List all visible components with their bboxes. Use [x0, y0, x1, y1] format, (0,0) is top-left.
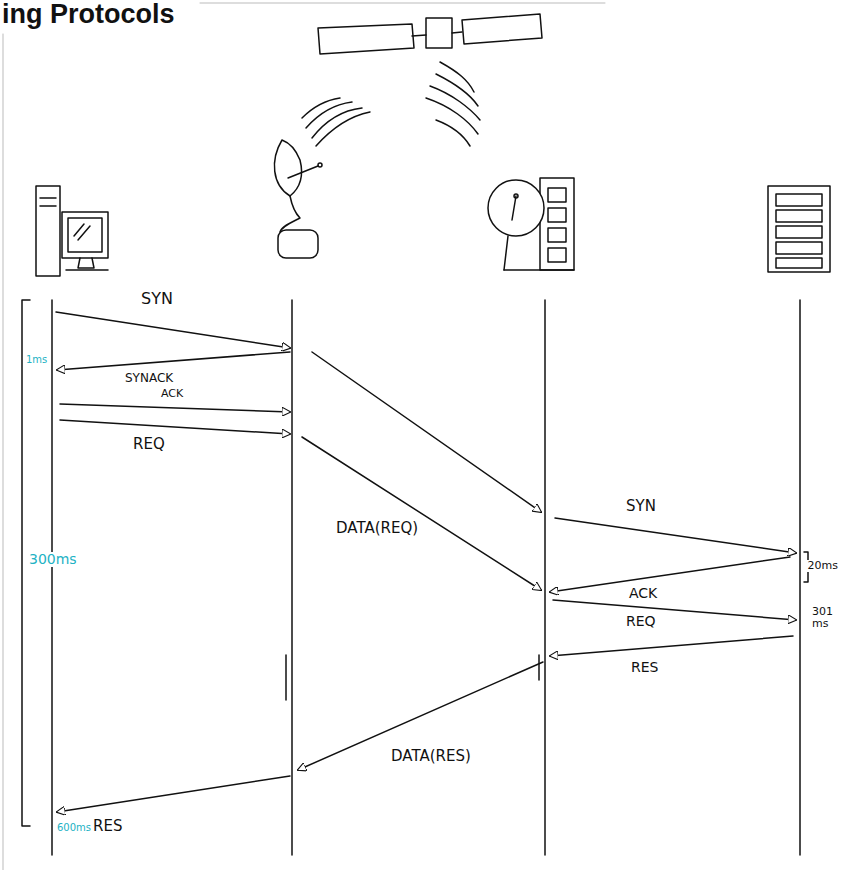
- satellite-icon: [318, 14, 542, 54]
- lifeline: [544, 300, 546, 855]
- ground-station-icon: [540, 178, 574, 270]
- slide-title: ing Protocols: [2, 0, 175, 30]
- page-frame: [3, 34, 4, 870]
- satellite-icon: [462, 14, 542, 44]
- computer-icon: [66, 269, 108, 271]
- computer-icon: [40, 197, 56, 199]
- dish-antenna-icon: [274, 140, 301, 196]
- computer-icon: [68, 218, 102, 252]
- page-frame: [200, 3, 605, 4]
- message-label: RES: [630, 660, 659, 675]
- signal-waves: [306, 102, 352, 128]
- message-label: SYNACK: [124, 372, 174, 385]
- server-rack-icon: [776, 226, 822, 238]
- dish-antenna-icon: [278, 230, 318, 258]
- dish-antenna-icon: [274, 140, 322, 258]
- timing-label: 301 ms: [811, 606, 839, 630]
- server-rack-icon: [768, 186, 830, 272]
- satellite-icon: [452, 32, 462, 33]
- server-rack-icon: [768, 186, 830, 272]
- server-rack-icon: [776, 258, 822, 268]
- message-label: REQ: [132, 436, 166, 453]
- sequence-illustration: [3, 3, 830, 870]
- ground-station-icon: [548, 248, 566, 262]
- message-arrow: [56, 312, 796, 812]
- signal-waves: [302, 62, 480, 146]
- message-arrow: [57, 352, 290, 370]
- message-label: ACK: [628, 586, 658, 601]
- satellite-icon: [426, 18, 452, 48]
- message-label: DATA(RES): [390, 748, 472, 765]
- satellite-icon: [318, 24, 414, 54]
- message-label: SYN: [625, 498, 657, 515]
- lifeline: [538, 655, 540, 680]
- message-label: ACK: [160, 388, 184, 400]
- message-label: RES: [92, 818, 123, 835]
- dish-antenna-icon: [288, 166, 318, 178]
- message-label: SYN: [140, 290, 174, 308]
- computer-icon: [36, 186, 108, 276]
- computer-icon: [62, 212, 108, 258]
- lifeline: [799, 300, 801, 855]
- server-rack-icon: [776, 242, 822, 254]
- lifeline: [52, 300, 800, 855]
- lifeline: [291, 300, 293, 855]
- computer-icon: [36, 186, 60, 276]
- ground-station-icon: [514, 194, 518, 198]
- computer-icon: [78, 258, 94, 268]
- ground-station-icon: [504, 236, 508, 270]
- message-arrow: [555, 518, 796, 553]
- message-arrow: [60, 420, 290, 434]
- message-arrow: [550, 636, 793, 656]
- message-arrow: [298, 662, 543, 770]
- lifeline: [285, 655, 287, 700]
- ground-station-icon: [512, 196, 516, 220]
- signal-waves: [436, 74, 478, 106]
- message-arrow: [60, 404, 290, 412]
- ground-station-icon: [548, 228, 566, 242]
- message-arrow: [553, 600, 796, 620]
- message-label: REQ: [625, 614, 657, 629]
- computer-icon: [78, 226, 90, 240]
- page-frame: [3, 3, 605, 870]
- ground-station-icon: [548, 208, 566, 222]
- message-arrow: [56, 312, 290, 348]
- message-arrow: [302, 437, 541, 590]
- ground-station-icon: [504, 269, 574, 271]
- ground-station-icon: [488, 180, 544, 236]
- signal-waves: [316, 112, 370, 146]
- lifeline: [51, 300, 53, 855]
- timing-label: 300ms: [28, 552, 78, 567]
- timing-label: 1ms: [25, 354, 48, 365]
- timing-label: 600ms: [56, 822, 92, 833]
- ground-station-icon: [488, 178, 574, 270]
- computer-icon: [40, 205, 56, 207]
- server-rack-icon: [776, 194, 822, 206]
- server-rack-icon: [776, 210, 822, 222]
- dish-antenna-icon: [318, 163, 322, 167]
- satellite-icon: [412, 35, 426, 36]
- dish-antenna-icon: [280, 196, 300, 232]
- message-arrow: [57, 776, 290, 812]
- timing-label: 20ms: [807, 560, 839, 572]
- signal-waves: [436, 120, 470, 146]
- ground-station-icon: [548, 188, 566, 202]
- signal-waves: [312, 108, 362, 138]
- message-label: DATA(REQ): [335, 520, 419, 537]
- message-arrow: [550, 557, 790, 592]
- message-arrow: [312, 352, 541, 512]
- signal-waves: [440, 62, 474, 92]
